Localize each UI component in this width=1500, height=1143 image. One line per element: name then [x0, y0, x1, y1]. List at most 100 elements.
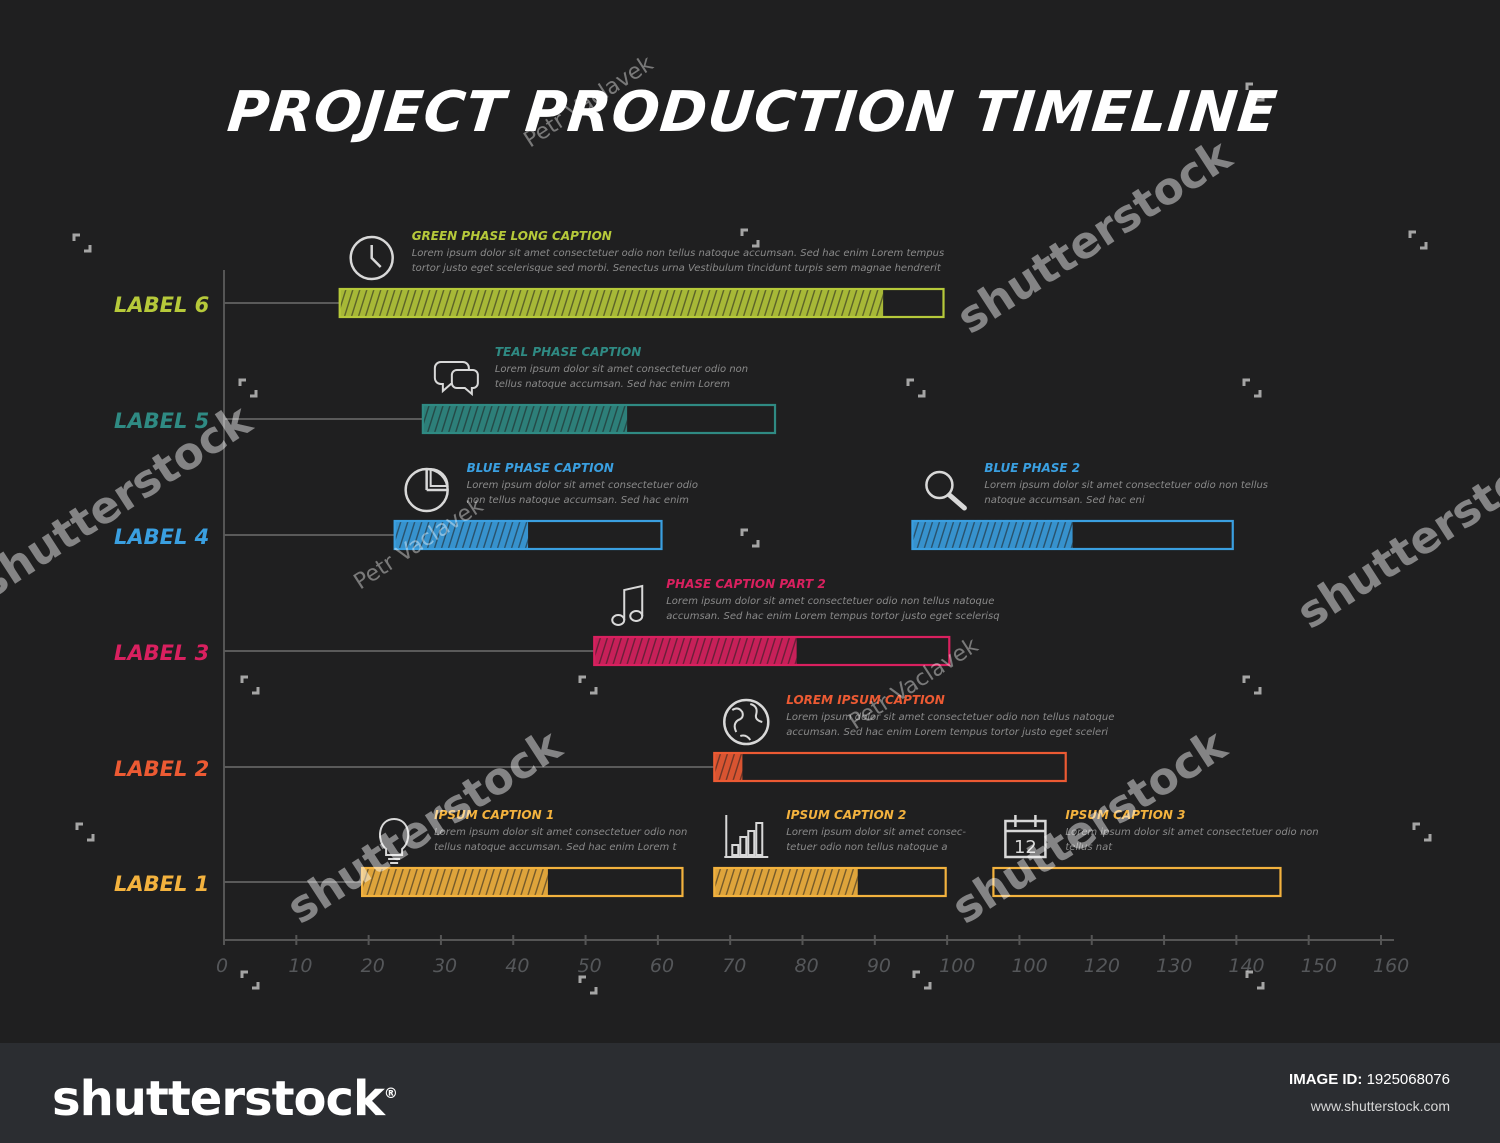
x-tick-label: 50	[578, 955, 602, 977]
calendar-icon: 12	[1004, 815, 1047, 859]
phase-description-line: tellus natoque accumsan. Sed hac enim Lo…	[434, 842, 677, 853]
phase-bar-outline	[593, 635, 951, 667]
phase-bar-hatch	[714, 751, 743, 783]
globe-continents	[731, 703, 763, 741]
phase-bar-progress	[912, 521, 1073, 549]
x-tick-label: 90	[867, 955, 891, 977]
magnifier-handle	[946, 492, 967, 511]
phase-description-line: Lorem ipsum dolor sit amet consectetuer …	[495, 364, 748, 375]
bulb-base	[388, 858, 401, 864]
x-tick-label: 150	[1301, 955, 1337, 977]
phase-description-line: Lorem ipsum dolor sit amet consec-	[786, 827, 966, 838]
music-note-icon	[611, 584, 644, 626]
x-tick-label: 160	[1373, 955, 1409, 977]
pie-chart-icon	[404, 467, 449, 513]
x-tick-label: 0	[216, 955, 228, 977]
image-id-label: IMAGE ID:	[1289, 1071, 1363, 1088]
mini-bar	[731, 844, 740, 856]
phase-description-line: accumsan. Sed hac enim Lorem tempus tort…	[786, 727, 1108, 738]
phase-bar-outline	[713, 866, 947, 898]
phase-bar-hatch	[912, 519, 1073, 551]
phase-bar-group: TEAL PHASE CAPTION Lorem ipsum dolor sit …	[421, 345, 777, 435]
x-tick-label: 20	[361, 955, 385, 977]
bulb-glass	[379, 817, 410, 856]
phase-bar-outline	[992, 866, 1282, 898]
phase-caption: BLUE PHASE CAPTION	[467, 461, 614, 475]
phase-description-line: Lorem ipsum dolor sit amet consectetuer …	[666, 596, 994, 607]
phase-caption: PHASE CAPTION PART 2	[666, 577, 826, 591]
site-url[interactable]: www.shutterstock.com	[1310, 1098, 1450, 1114]
mini-bar	[747, 830, 756, 856]
phase-bar-hatch	[422, 403, 628, 435]
globe-outline	[723, 698, 770, 746]
magnifier-icon	[925, 470, 967, 511]
phase-bar-hatch	[339, 287, 884, 319]
footer-brand-text: shutterstock	[52, 1071, 385, 1127]
clock-icon	[349, 235, 394, 281]
phase-bar-group: 12 IPSUM CAPTION 3 Lorem ipsum dolor sit a…	[992, 808, 1319, 898]
row-label: LABEL 3	[114, 641, 209, 665]
lightbulb-icon	[379, 817, 410, 864]
note-head-1	[611, 614, 626, 626]
phase-description-line: non tellus natoque accumsan. Sed hac eni…	[467, 495, 690, 506]
mini-bar	[739, 836, 748, 856]
phase-bar-hatch	[394, 519, 529, 551]
phase-bar-outline	[713, 751, 1067, 783]
chat-bubble-front	[450, 369, 479, 397]
row-label: LABEL 4	[114, 525, 209, 549]
phase-description-line: Lorem ipsum dolor sit amet consectetuer …	[467, 480, 698, 491]
phase-description-line: Lorem ipsum dolor sit amet consectetuer …	[412, 248, 945, 259]
calendar-rings	[1005, 815, 1046, 833]
magnifier-lens	[925, 470, 954, 500]
phase-description-line: tellus natoque accumsan. Sed hac enim Lo…	[495, 379, 730, 390]
clock-face	[349, 235, 394, 281]
row-label: LABEL 2	[114, 757, 209, 781]
mini-bar	[755, 822, 764, 856]
phase-caption: BLUE PHASE 2	[984, 461, 1080, 475]
trademark-symbol: ®	[383, 1086, 398, 1102]
row-label: LABEL 6	[114, 293, 209, 317]
phase-description-line: tellus nat	[1065, 842, 1113, 853]
phase-caption: IPSUM CAPTION 3	[1065, 808, 1185, 822]
phase-description-line: natoque accumsan. Sed hac eni	[984, 495, 1144, 506]
x-tick-label: 70	[722, 955, 746, 977]
calendar-number: 12	[1014, 837, 1037, 858]
phase-bar-hatch	[362, 866, 548, 898]
phase-description-line: Lorem ipsum dolor sit amet consectetuer …	[984, 480, 1268, 491]
phase-description-line: accumsan. Sed hac enim Lorem tempus tort…	[666, 611, 999, 622]
phase-bar-group: BLUE PHASE CAPTION Lorem ipsum dolor sit …	[393, 461, 698, 551]
x-tick-label: 120	[1084, 955, 1120, 977]
phase-caption: TEAL PHASE CAPTION	[495, 345, 641, 359]
x-tick-label: 10	[288, 955, 312, 977]
x-tick-label: 140	[1228, 955, 1264, 977]
row-label: LABEL 5	[114, 409, 209, 433]
row-label: LABEL 1	[114, 872, 209, 896]
phase-bar-group: IPSUM CAPTION 1 Lorem ipsum dolor sit ame…	[361, 808, 687, 898]
phase-description-line: tortor justo eget scelerisque sed morbi.…	[412, 263, 942, 274]
image-id: IMAGE ID: 1925068076	[1289, 1071, 1450, 1088]
phase-bar-outline	[421, 403, 777, 435]
phase-bar-group: GREEN PHASE LONG CAPTION Lorem ipsum dolo…	[338, 229, 945, 319]
phase-description-line: Lorem ipsum dolor sit amet consectetuer …	[1065, 827, 1318, 838]
globe-icon	[723, 698, 770, 746]
phase-caption: GREEN PHASE LONG CAPTION	[412, 229, 612, 243]
phase-description-line: tetuer odio non tellus natoque a	[786, 842, 947, 853]
phase-bar-hatch	[714, 866, 858, 898]
x-tick-label: 100	[1011, 955, 1047, 977]
clock-hands	[370, 245, 382, 268]
phase-caption: IPSUM CAPTION 1	[434, 808, 554, 822]
pie-slice-lines	[425, 469, 448, 492]
phase-description-line: Lorem ipsum dolor sit amet consectetuer …	[434, 827, 687, 838]
x-tick-label: 60	[650, 955, 674, 977]
footer-brand[interactable]: shutterstock®	[52, 1071, 398, 1127]
phase-bar-progress	[714, 753, 743, 781]
phase-bar-outline	[361, 866, 684, 898]
phase-bar-group: PHASE CAPTION PART 2 Lorem ipsum dolor si…	[593, 577, 1000, 667]
x-tick-label: 100	[939, 955, 975, 977]
chat-icon	[433, 361, 479, 397]
pie-slice	[429, 467, 449, 487]
